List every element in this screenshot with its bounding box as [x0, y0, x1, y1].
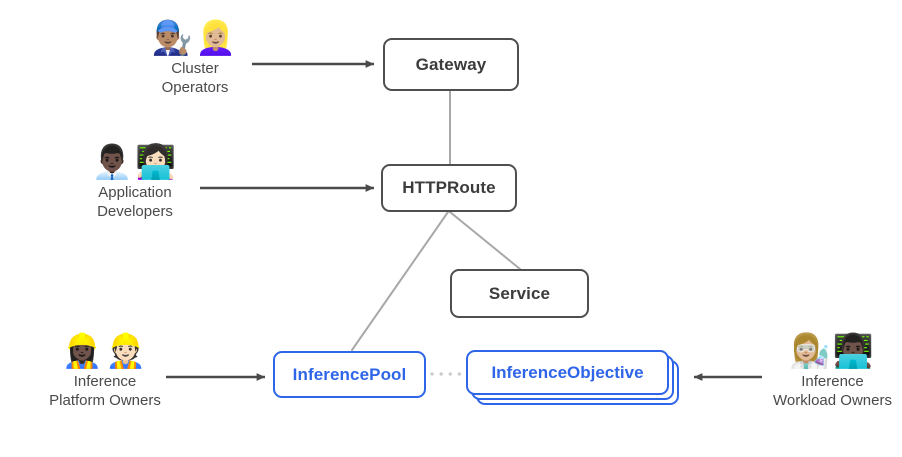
node-inferenceobjective[interactable]: InferenceObjective	[466, 350, 681, 408]
inference-platform-owners-icon: 👷🏿‍♀️👷🏻	[61, 332, 149, 369]
inference-workload-owners-icon: 👩🏼‍🔬👨🏿‍💻	[789, 332, 876, 369]
application-developers-label: Application Developers	[97, 184, 173, 220]
persona-inference-workload-owners: 👩🏼‍🔬👨🏿‍💻 Inference Workload Owners	[765, 331, 900, 410]
persona-application-developers: 👨🏿‍💼👩🏻‍💻 Application Developers	[65, 142, 205, 221]
cluster-operators-icon: 👨🏽‍🔧👱🏼‍♀️	[151, 19, 239, 56]
inference-workload-owners-label: Inference Workload Owners	[773, 373, 892, 409]
connector-httproute-inferencepool	[351, 211, 449, 351]
node-inferenceobjective-label: InferenceObjective	[491, 362, 644, 382]
node-httproute[interactable]: HTTPRoute	[381, 164, 517, 212]
persona-cluster-operators: 👨🏽‍🔧👱🏼‍♀️ Cluster Operators	[130, 18, 260, 97]
connector-httproute-service	[449, 211, 521, 270]
application-developers-icon: 👨🏿‍💼👩🏻‍💻	[91, 143, 179, 180]
cluster-operators-label: Cluster Operators	[161, 60, 229, 96]
node-inferencepool[interactable]: InferencePool	[273, 351, 426, 398]
persona-inference-platform-owners: 👷🏿‍♀️👷🏻 Inference Platform Owners	[25, 331, 185, 410]
node-gateway[interactable]: Gateway	[383, 38, 519, 91]
inference-platform-owners-label: Inference Platform Owners	[49, 373, 161, 409]
inferenceobjective-stack-layer-1	[466, 350, 669, 395]
node-service[interactable]: Service	[450, 269, 589, 318]
